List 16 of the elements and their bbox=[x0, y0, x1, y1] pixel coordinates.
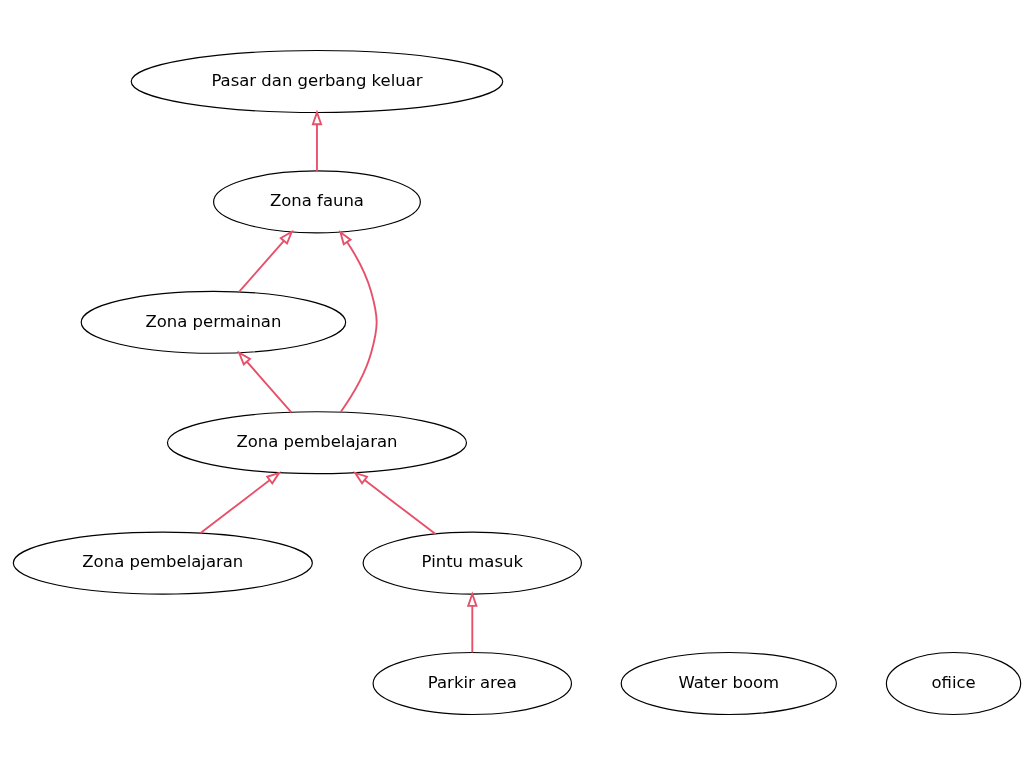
arrow bbox=[199, 470, 282, 534]
node-ellipse: Zona permainan bbox=[80, 290, 347, 354]
arrow bbox=[352, 470, 437, 535]
node-ellipse: Water boom bbox=[620, 651, 837, 715]
node-ellipse: Pintu masuk bbox=[362, 531, 583, 595]
node-ellipse: Parkir area bbox=[372, 651, 573, 715]
arrow bbox=[338, 229, 378, 413]
arrow bbox=[311, 109, 323, 172]
arrow bbox=[237, 350, 293, 413]
node-ellipse: Pasar dan gerbang keluar bbox=[130, 49, 504, 113]
node-ellipse: ofiice bbox=[885, 651, 1022, 715]
node-ellipse: Zona pembelajaran bbox=[12, 531, 313, 595]
node-ellipse: Zona fauna bbox=[213, 169, 421, 233]
arrow bbox=[238, 229, 294, 293]
arrow bbox=[466, 590, 478, 653]
node-ellipse: Zona pembelajaran bbox=[166, 410, 468, 474]
